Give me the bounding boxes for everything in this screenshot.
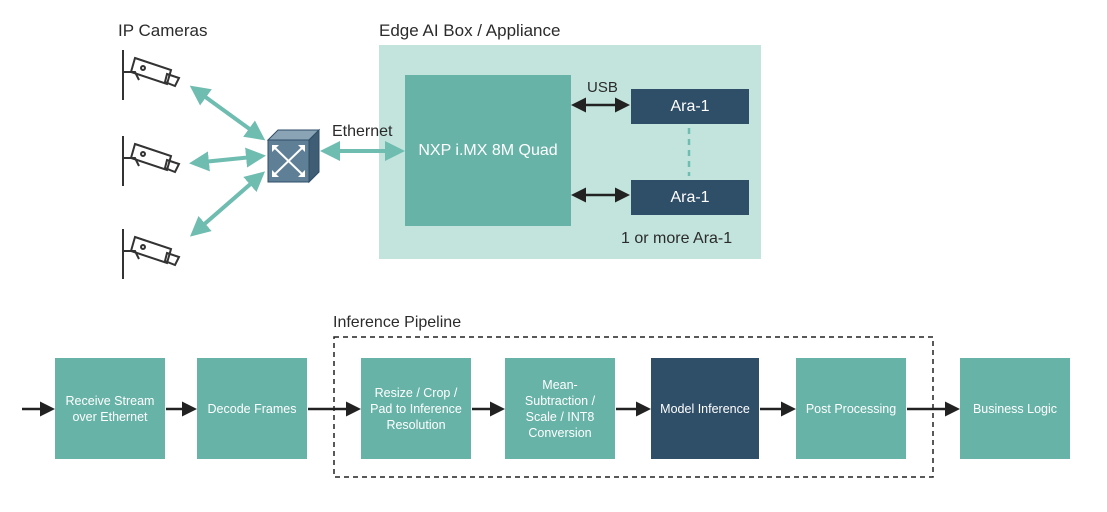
- security-camera-icon: [122, 229, 181, 279]
- usb-label: USB: [587, 79, 618, 96]
- ara-1-bottom-label: Ara-1: [670, 188, 710, 206]
- pipeline-block-receive: Receive Stream over Ethernet: [55, 358, 165, 459]
- camera-switch-links: [189, 85, 405, 237]
- ara-1-bottom-block: Ara-1: [631, 180, 749, 215]
- pipeline-title: Inference Pipeline: [333, 314, 462, 331]
- pipeline-block-model-inference: Model Inference: [651, 358, 759, 459]
- pipeline-block-post-processing: Post Processing: [796, 358, 906, 459]
- pipeline-block-label: Decode Frames: [207, 401, 297, 416]
- pipeline-block-label: Receive Stream over Ethernet: [65, 393, 155, 424]
- ip-cameras-label: IP Cameras: [118, 21, 208, 40]
- edge-box-title: Edge AI Box / Appliance: [379, 21, 561, 40]
- pipeline-block-label: Post Processing: [805, 401, 897, 416]
- ara-1-top-block: Ara-1: [631, 89, 749, 124]
- ara-count-label: 1 or more Ara-1: [621, 230, 733, 247]
- nxp-label: NXP i.MX 8M Quad: [418, 141, 558, 159]
- pipeline-block-decode: Decode Frames: [197, 358, 307, 459]
- pipeline-block-mean-subtraction: Mean-Subtraction / Scale / INT8 Conversi…: [505, 358, 615, 459]
- pipeline-block-label: Mean-Subtraction / Scale / INT8 Conversi…: [524, 377, 596, 440]
- pipeline-block-resize: Resize / Crop / Pad to Inference Resolut…: [361, 358, 471, 459]
- inference-pipeline-frame: [333, 336, 934, 478]
- usb-links: [571, 97, 630, 203]
- pipeline-block-label: Business Logic: [972, 401, 1058, 416]
- security-camera-icon: [122, 50, 181, 100]
- security-camera-icon: [122, 136, 181, 186]
- pipeline-block-label: Model Inference: [660, 401, 750, 416]
- pipeline-block-business-logic: Business Logic: [960, 358, 1070, 459]
- network-switch-icon: [266, 128, 321, 184]
- ara-1-top-label: Ara-1: [670, 97, 710, 115]
- nxp-processor-block: NXP i.MX 8M Quad: [405, 75, 571, 226]
- ethernet-label: Ethernet: [332, 123, 393, 140]
- pipeline-block-label: Resize / Crop / Pad to Inference Resolut…: [370, 385, 462, 432]
